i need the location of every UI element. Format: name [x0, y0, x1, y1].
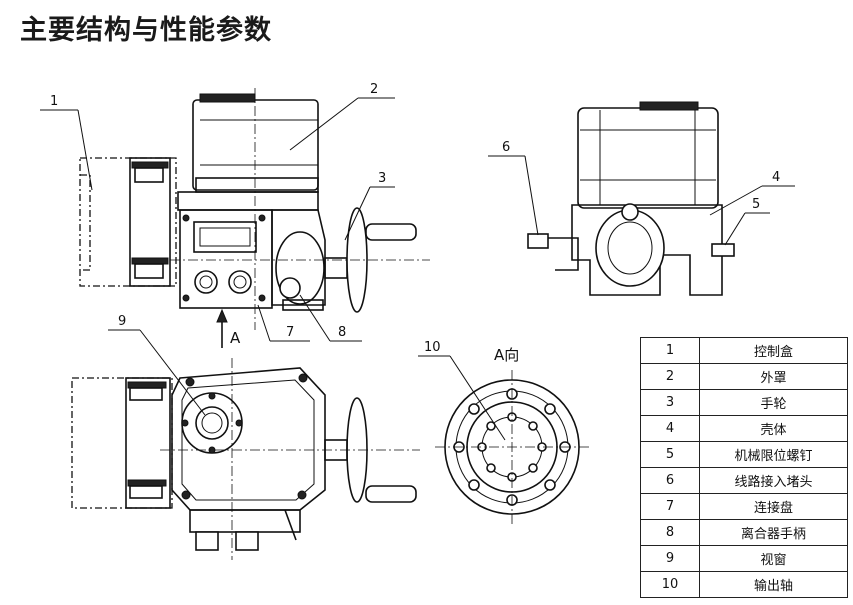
part-name: 手轮 [699, 389, 848, 416]
part-name: 控制盒 [699, 337, 848, 364]
part-name: 机械限位螺钉 [699, 441, 848, 468]
part-number: 6 [640, 467, 700, 494]
part-number: 9 [640, 545, 700, 572]
callout-8: 8 [338, 325, 346, 340]
part-name: 输出轴 [699, 571, 848, 598]
view-arrow-label: A [230, 329, 241, 347]
callout-9: 9 [118, 314, 126, 329]
part-number: 4 [640, 415, 700, 442]
part-number: 8 [640, 519, 700, 546]
control-box-bolts [131, 161, 169, 279]
callout-7: 7 [286, 325, 294, 340]
callout-numbers: 1 2 3 4 5 6 7 8 9 10 [50, 82, 780, 355]
part-number: 10 [640, 571, 700, 598]
part-name: 连接盘 [699, 493, 848, 520]
part-name: 壳体 [699, 415, 848, 442]
part-number: 1 [640, 337, 700, 364]
part-name: 外罩 [699, 363, 848, 390]
callout-2: 2 [370, 82, 378, 97]
callout-3: 3 [378, 171, 386, 186]
callout-4: 4 [772, 170, 780, 185]
part-name: 离合器手柄 [699, 519, 848, 546]
a-view-label: A向 [494, 346, 519, 364]
callout-1: 1 [50, 94, 58, 109]
part-number: 7 [640, 493, 700, 520]
callout-10: 10 [424, 340, 441, 355]
part-number: 2 [640, 363, 700, 390]
bottom-view [71, 358, 420, 560]
part-name: 线路接入堵头 [699, 467, 848, 494]
a-view-flange: A向 [435, 346, 590, 525]
side-view [527, 101, 735, 296]
callout-5: 5 [752, 197, 760, 212]
page-title: 主要结构与性能参数 [20, 15, 272, 46]
part-name: 视窗 [699, 545, 848, 572]
part-number: 3 [640, 389, 700, 416]
front-view: A [79, 88, 430, 348]
leaders [40, 97, 795, 441]
callout-6: 6 [502, 140, 510, 155]
part-number: 5 [640, 441, 700, 468]
